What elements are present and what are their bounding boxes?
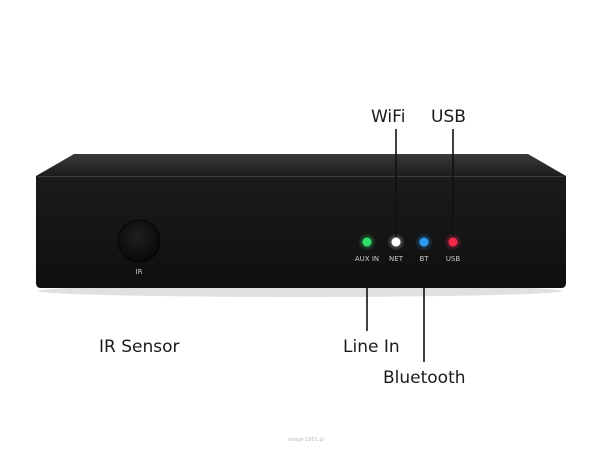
- usb-led: [448, 237, 458, 247]
- ir-sensor-callout: IR Sensor: [99, 337, 180, 357]
- bt-led: [419, 237, 429, 247]
- watermark: image 1001.pl: [288, 437, 325, 443]
- aux-in-port-label: AUX IN: [354, 255, 380, 263]
- wifi-callout: WiFi: [371, 107, 406, 127]
- line-in-callout: Line In: [343, 337, 400, 357]
- net-port-label: NET: [389, 255, 403, 263]
- device-top-face: [36, 154, 566, 176]
- ir-sensor-window: [117, 219, 161, 263]
- bluetooth-callout: Bluetooth: [383, 368, 466, 388]
- usb-callout: USB: [431, 107, 466, 127]
- net-led: [391, 237, 401, 247]
- ir-port-label: IR: [135, 268, 143, 276]
- bt-port-label: BT: [419, 255, 429, 263]
- device-front-face: [36, 176, 566, 288]
- aux-in-led: [362, 237, 372, 247]
- usb-port-label: USB: [445, 255, 461, 263]
